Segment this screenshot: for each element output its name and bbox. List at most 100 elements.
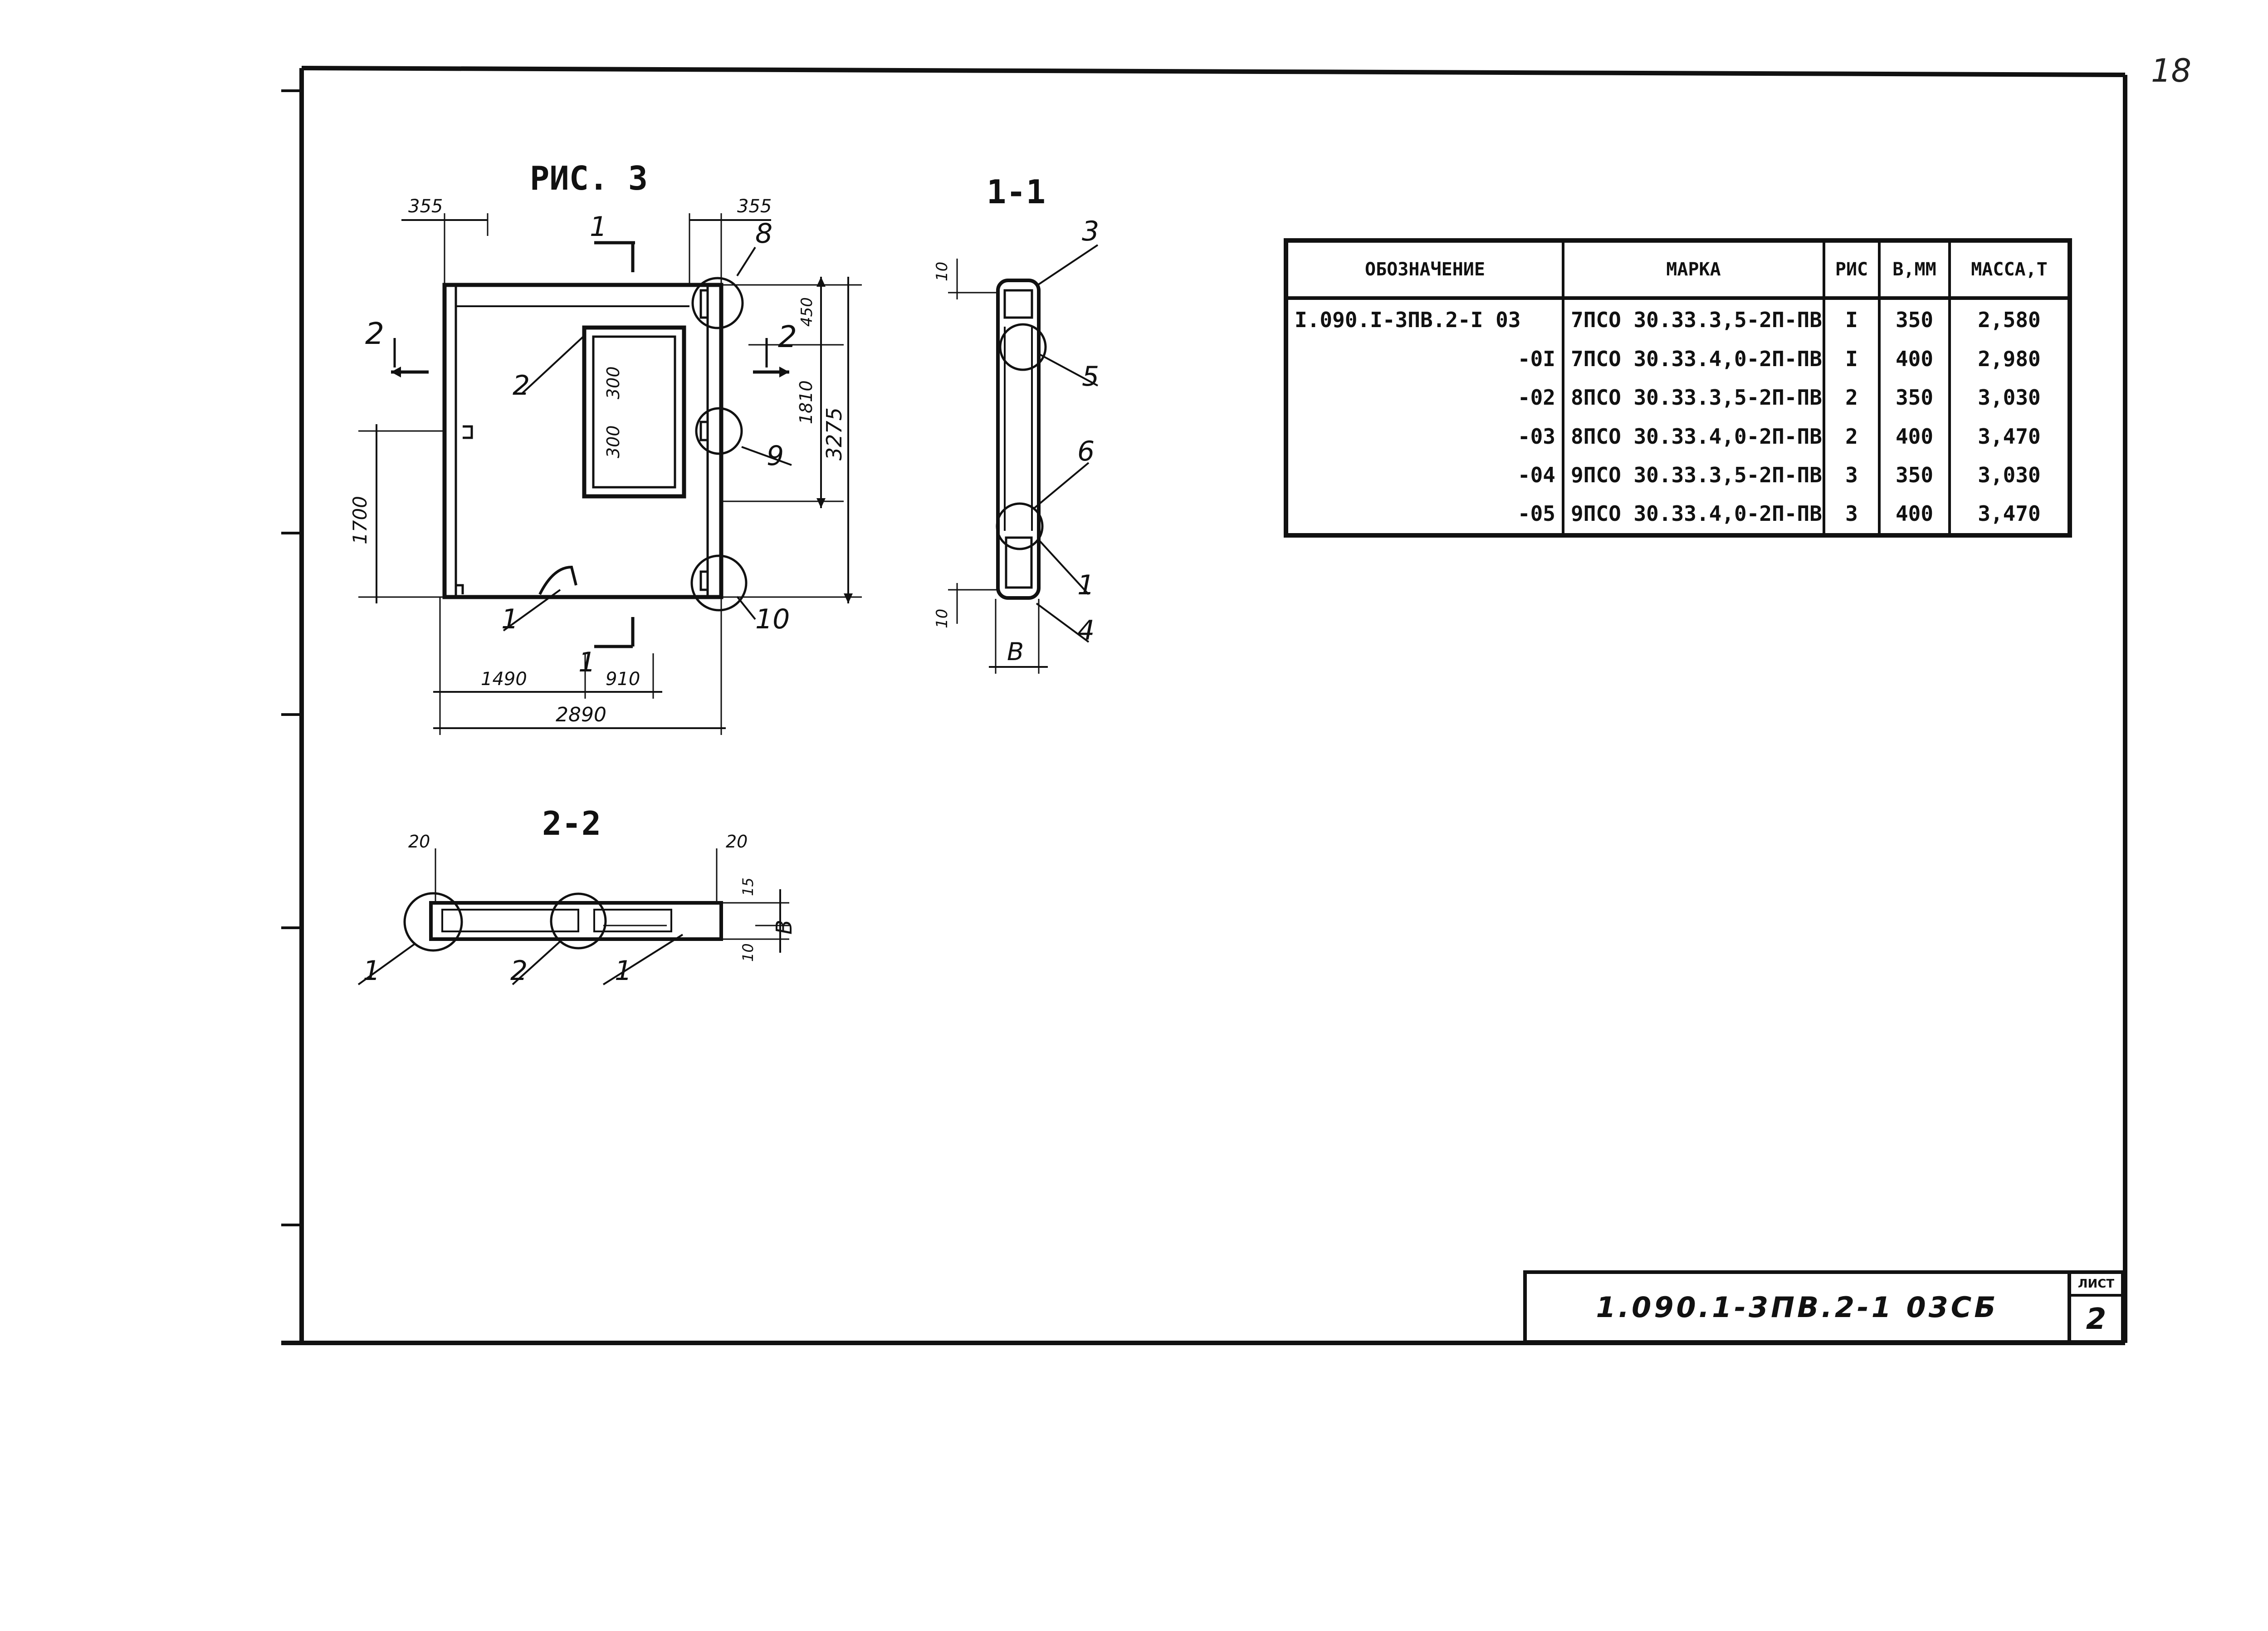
cell-ris: 3	[1824, 456, 1881, 495]
detail-circle-10	[690, 554, 748, 612]
header-width: В,ММ	[1879, 243, 1951, 300]
window-opening	[582, 325, 686, 499]
header-ris: РИС	[1824, 243, 1881, 300]
cell-width: 400	[1879, 339, 1951, 378]
section-2-2-view	[357, 848, 789, 985]
dim-sec2-left: 20	[408, 832, 430, 852]
dim-sec2-right: 20	[726, 832, 748, 852]
dim-overall-width: 2890	[556, 703, 606, 726]
section-1-1-title: 1-1	[987, 173, 1046, 211]
table-row: I.090.I-3ПВ.2-I 03 7ПСО 30.33.3,5-2П-ПВ …	[1288, 298, 2068, 340]
table-row: -03 8ПСО 30.33.4,0-2П-ПВ 2 400 3,470	[1288, 417, 2068, 456]
elevation-view	[358, 213, 862, 735]
callout-3: 3	[1082, 216, 1099, 247]
cell-oboznachenie: -05	[1288, 494, 1564, 533]
cell-mass: 3,030	[1978, 385, 2041, 410]
section-1-1-outline	[996, 279, 1041, 600]
dim-opening-height: 1810	[796, 380, 816, 424]
cell-mass: 3,470	[1978, 501, 2041, 526]
cell-mass: 3,030	[1978, 463, 2041, 488]
callout-6: 6	[1077, 436, 1095, 467]
callout-2: 2	[513, 370, 530, 402]
callout-10: 10	[755, 603, 790, 635]
cell-ris: 2	[1824, 378, 1881, 417]
sheet-label: ЛИСТ	[2071, 1274, 2121, 1297]
cell-width: 350	[1879, 456, 1951, 495]
table-row: -0I 7ПСО 30.33.4,0-2П-ПВ I 400 2,980	[1288, 339, 2068, 378]
cell-ris: 2	[1824, 417, 1881, 456]
dim-left-height: 1700	[349, 496, 371, 544]
panel-outline	[442, 283, 723, 599]
cell-width: 350	[1879, 298, 1951, 340]
dim-sec1-bottom: 10	[933, 609, 951, 628]
table-header-row: ОБОЗНАЧЕНИЕ МАРКА РИС В,ММ МАССА,Т	[1288, 243, 2068, 300]
dim-bottom-left: 1490	[481, 669, 527, 690]
cell-oboznachenie: -04	[1288, 456, 1564, 495]
cell-marka: 7ПСО 30.33.3,5-2П-ПВ	[1563, 298, 1825, 340]
callout-2-sec2: 2	[510, 955, 528, 987]
cell-marka: 9ПСО 30.33.4,0-2П-ПВ	[1563, 494, 1825, 533]
header-oboznachenie: ОБОЗНАЧЕНИЕ	[1288, 243, 1564, 300]
detail-circle-9	[695, 407, 743, 455]
cell-oboznachenie: -02	[1288, 378, 1564, 417]
cell-mass: 2,580	[1978, 307, 2041, 332]
cut-mark-2-left: 2	[365, 316, 384, 351]
cell-marka: 8ПСО 30.33.4,0-2П-ПВ	[1563, 417, 1825, 456]
cell-width: 400	[1879, 417, 1951, 456]
callout-1-sec: 1	[1077, 569, 1095, 601]
section-2-2-title: 2-2	[542, 804, 601, 842]
callout-4: 4	[1077, 615, 1095, 647]
specification-table: ОБОЗНАЧЕНИЕ МАРКА РИС В,ММ МАССА,Т I.090…	[1284, 238, 2072, 538]
cell-mass: 3,470	[1978, 424, 2041, 449]
dim-bottom-right: 910	[606, 669, 640, 690]
cell-marka: 8ПСО 30.33.3,5-2П-ПВ	[1563, 378, 1825, 417]
cut-mark-1-top: 1	[590, 211, 607, 243]
cell-ris: 3	[1824, 494, 1881, 533]
callout-9: 9	[767, 440, 784, 472]
elevation-arrows	[391, 277, 853, 603]
dim-opening-size-bottom: 300	[603, 425, 623, 458]
sheet-number-box: ЛИСТ 2	[2068, 1270, 2125, 1344]
cut-mark-2-right: 2	[778, 319, 797, 354]
dim-top-margin: 450	[798, 297, 816, 327]
dim-left-offset: 355	[408, 196, 443, 217]
figure-title: РИС. 3	[530, 159, 648, 197]
header-mass: МАССА,Т	[1950, 243, 2068, 300]
callout-8: 8	[755, 218, 772, 250]
table-row: -05 9ПСО 30.33.4,0-2П-ПВ 3 400 3,470	[1288, 494, 2068, 533]
sheet-number: 2	[2086, 1303, 2107, 1336]
dim-sec2-thickness: B	[772, 920, 797, 935]
dim-right-offset: 355	[737, 196, 772, 217]
section-2-2-outline	[429, 901, 723, 941]
callout-1-sec2-right: 1	[615, 955, 632, 987]
dim-sec2-bottom: 10	[739, 943, 757, 962]
table-row: -04 9ПСО 30.33.3,5-2П-ПВ 3 350 3,030	[1288, 456, 2068, 495]
dim-sec2-top: 15	[739, 877, 757, 896]
dim-opening-size-top: 300	[603, 366, 623, 399]
cell-width: 350	[1879, 378, 1951, 417]
cut-mark-1-bottom: 1	[578, 647, 596, 678]
cell-mass: 2,980	[1978, 347, 2041, 372]
cell-width: 400	[1879, 494, 1951, 533]
callout-1-sec2-left: 1	[363, 955, 380, 987]
cell-marka: 9ПСО 30.33.3,5-2П-ПВ	[1563, 456, 1825, 495]
table-row: -02 8ПСО 30.33.3,5-2П-ПВ 2 350 3,030	[1288, 378, 2068, 417]
cell-marka: 7ПСО 30.33.4,0-2П-ПВ	[1563, 339, 1825, 378]
cell-oboznachenie: -03	[1288, 417, 1564, 456]
dim-sec1-top: 10	[933, 262, 951, 281]
callout-5: 5	[1082, 361, 1099, 392]
callout-1: 1	[501, 603, 518, 635]
dim-overall-height: 3275	[822, 407, 846, 460]
header-marka: МАРКА	[1563, 243, 1825, 300]
cell-ris: I	[1824, 339, 1881, 378]
cell-ris: I	[1824, 298, 1881, 340]
detail-circle-8	[691, 277, 744, 329]
sheet-frame	[281, 66, 2127, 1345]
title-block-code: 1.090.1-3ПВ.2-1 03СБ	[1523, 1270, 2068, 1344]
drawing-labels: РИС. 3 1-1 2-2 1 1 2 2 355 355 450 1810 …	[349, 159, 1099, 987]
dim-sec1-width: B	[1007, 637, 1024, 666]
section-1-1-view	[948, 244, 1099, 674]
cell-oboznachenie: I.090.I-3ПВ.2-I 03	[1288, 298, 1564, 340]
